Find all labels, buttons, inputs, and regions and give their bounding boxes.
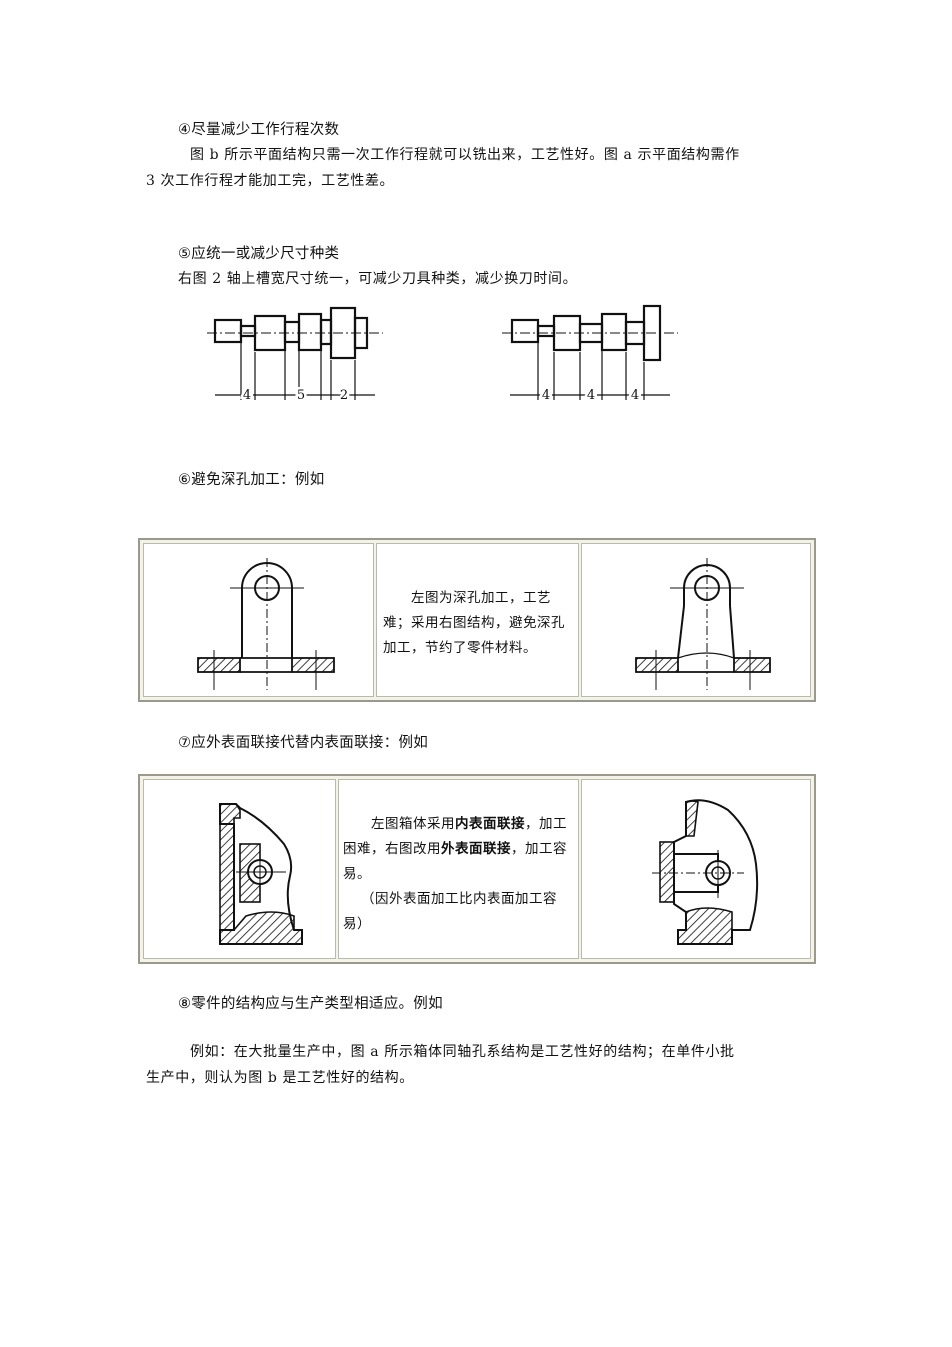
left-dim-3: 2 bbox=[340, 388, 348, 403]
deep-hole-description-cell: 左图为深孔加工，工艺难；采用右图结构，避免深孔加工，节约了零件材料。 bbox=[376, 543, 579, 697]
section-5-text: 右图 2 轴上槽宽尺寸统一，可减少刀具种类，减少换刀时间。 bbox=[178, 271, 578, 287]
section-4-paragraph-line2: 3 次工作行程才能加工完，工艺性差。 bbox=[146, 173, 395, 189]
section-8-paragraph-line1: 例如：在大批量生产中，图 a 所示箱体同轴孔系结构是工艺性好的结构；在单件小批 bbox=[190, 1044, 735, 1060]
section-4-paragraph-line1: 图 b 所示平面结构只需一次工作行程就可以铣出来，工艺性好。图 a 示平面结构需… bbox=[190, 147, 740, 163]
section-4-title: ④尽量减少工作行程次数 bbox=[178, 122, 340, 138]
deep-hole-description: 左图为深孔加工，工艺难；采用右图结构，避免深孔加工，节约了零件材料。 bbox=[383, 590, 565, 656]
surface-joint-note: （因外表面加工比内表面加工容易） bbox=[343, 891, 557, 932]
left-dim-2: 5 bbox=[297, 388, 305, 403]
section-7-title: ⑦应外表面联接代替内表面联接：例如 bbox=[178, 735, 429, 751]
inner-joint-left-figure bbox=[143, 779, 336, 959]
inner-surface-joint-term: 内表面联接 bbox=[455, 816, 525, 832]
surface-joint-description: 左图箱体采用内表面联接，加工困难，右图改用外表面联接，加工容易。 bbox=[343, 816, 567, 882]
section-5-title: ⑤应统一或减少尺寸种类 bbox=[178, 246, 340, 262]
surface-joint-description-cell: 左图箱体采用内表面联接，加工困难，右图改用外表面联接，加工容易。 （因外表面加工… bbox=[338, 779, 579, 959]
outer-surface-joint-term: 外表面联接 bbox=[441, 841, 511, 857]
section-6-title: ⑥避免深孔加工：例如 bbox=[178, 472, 325, 488]
deep-hole-comparison-table: 左图为深孔加工，工艺难；采用右图结构，避免深孔加工，节约了零件材料。 bbox=[138, 538, 816, 702]
section-8-title: ⑧零件的结构应与生产类型相适应。例如 bbox=[178, 996, 443, 1012]
right-dim-2: 4 bbox=[587, 388, 595, 403]
right-dim-3: 4 bbox=[631, 388, 639, 403]
shaft-diagram-left: 4 5 2 bbox=[207, 306, 383, 406]
outer-joint-right-figure bbox=[581, 779, 811, 959]
deep-hole-left-figure bbox=[143, 543, 374, 697]
section-8-paragraph-line2: 生产中，则认为图 b 是工艺性好的结构。 bbox=[146, 1070, 414, 1086]
surface-joint-comparison-table: 左图箱体采用内表面联接，加工困难，右图改用外表面联接，加工容易。 （因外表面加工… bbox=[138, 774, 816, 964]
deep-hole-right-figure bbox=[581, 543, 811, 697]
right-dim-1: 4 bbox=[542, 388, 550, 403]
shaft-diagram-right: 4 4 4 bbox=[502, 304, 678, 406]
left-dim-1: 4 bbox=[243, 388, 251, 403]
